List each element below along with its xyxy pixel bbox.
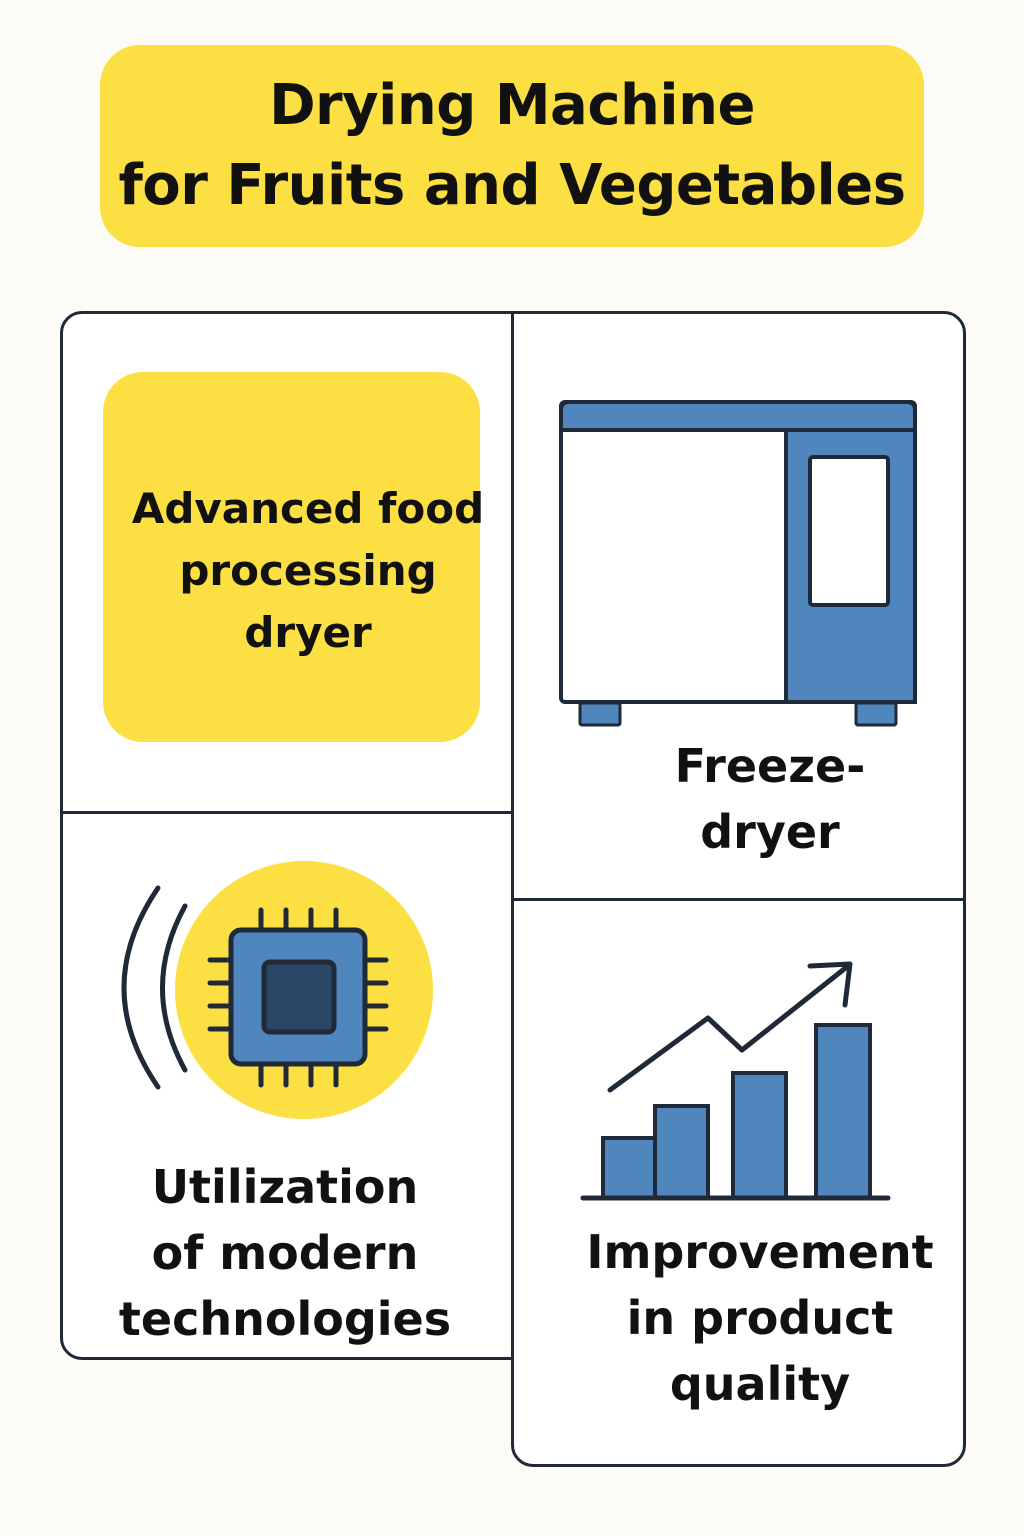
advanced-dryer-callout <box>103 372 480 742</box>
freeze-dryer-line-1: Freeze- <box>674 739 866 793</box>
title-line-1: Drying Machine <box>269 73 755 138</box>
quality-line-2: in product <box>626 1291 894 1345</box>
technology-line-3: technologies <box>118 1292 452 1346</box>
technology-label: Utilization of modern technologies <box>85 1154 485 1352</box>
technology-line-2: of modern <box>151 1226 419 1280</box>
title-line-2: for Fruits and Vegetables <box>118 153 906 218</box>
freeze-dryer-line-2: dryer <box>700 805 840 859</box>
technology-line-1: Utilization <box>151 1160 419 1214</box>
quality-line-1: Improvement <box>586 1225 934 1279</box>
advanced-dryer-line-3: dryer <box>244 608 372 657</box>
advanced-dryer-line-1: Advanced food <box>131 484 485 533</box>
left-column-divider <box>60 811 514 814</box>
freeze-dryer-label: Freeze- dryer <box>600 733 940 865</box>
title-banner: Drying Machine for Fruits and Vegetables <box>100 45 924 247</box>
advanced-dryer-line-2: processing <box>179 546 437 595</box>
quality-label: Improvement in product quality <box>560 1219 960 1417</box>
advanced-dryer-label: Advanced food processing dryer <box>103 478 513 664</box>
quality-line-3: quality <box>669 1357 851 1411</box>
right-column-divider <box>511 898 966 901</box>
